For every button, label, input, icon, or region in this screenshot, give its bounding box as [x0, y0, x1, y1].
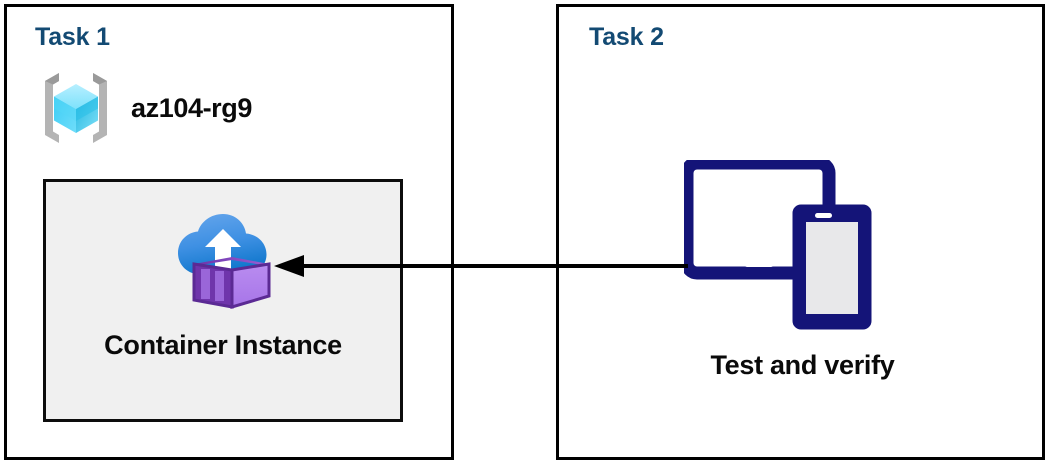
panel-task-2-title: Task 2: [589, 23, 664, 51]
container-instance-card: Container Instance: [43, 179, 403, 422]
resource-group-row: az104-rg9: [35, 67, 252, 149]
test-and-verify-label: Test and verify: [710, 350, 895, 380]
panel-task-1: Task 1: [4, 4, 454, 460]
resource-group-icon: [45, 73, 107, 143]
container-instance-label: Container Instance: [104, 330, 342, 360]
container-instance-icon: [178, 214, 271, 310]
resource-group-label: az104-rg9: [131, 92, 252, 123]
arrow-task2-to-container-instance: [274, 255, 688, 277]
tablet-and-phone-icon: [684, 160, 872, 330]
panel-task-1-title: Task 1: [35, 23, 110, 51]
